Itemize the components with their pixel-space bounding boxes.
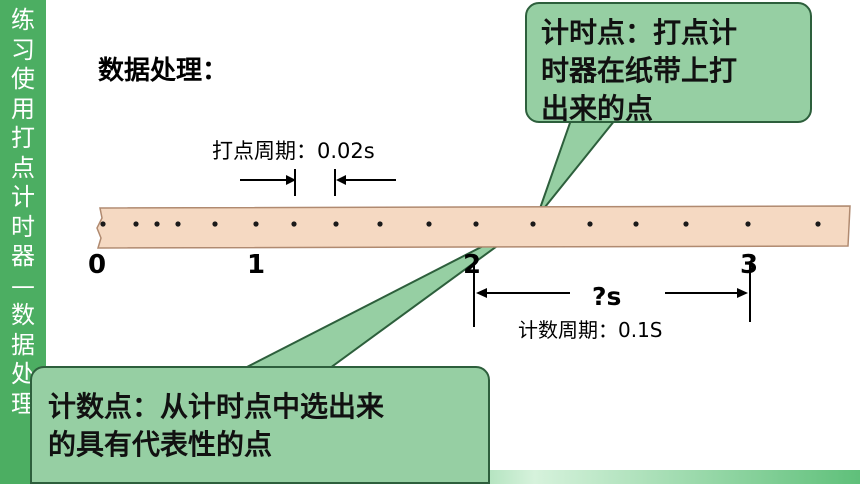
tape-dot bbox=[175, 221, 181, 227]
tape-dot bbox=[154, 221, 160, 227]
unknown-time-label: ?s bbox=[592, 282, 622, 311]
sidebar-char: 习 bbox=[11, 35, 35, 64]
tape-number-3: 3 bbox=[740, 250, 759, 280]
sidebar-char: 数 bbox=[11, 301, 35, 329]
count-period-label: 计数周期：0.1S bbox=[518, 318, 663, 342]
tape-dot bbox=[253, 221, 259, 227]
sidebar-char: 据 bbox=[11, 330, 35, 359]
sidebar-char: 使 bbox=[11, 65, 35, 93]
section-heading: 数据处理： bbox=[98, 56, 229, 86]
tape-dot bbox=[683, 221, 689, 227]
dot-period-label: 打点周期：0.02s bbox=[212, 139, 375, 163]
tape-dot bbox=[633, 221, 639, 227]
sidebar-char: 器 bbox=[11, 242, 35, 270]
sidebar-char: 用 bbox=[11, 94, 35, 123]
tape-number-0: 0 bbox=[88, 250, 107, 280]
tape-dot bbox=[815, 221, 821, 227]
tape-dot bbox=[291, 221, 297, 227]
tape-dot bbox=[100, 221, 106, 227]
timing-point-callout: 计时点：打点计 时器在纸带上打 出来的点 bbox=[525, 2, 812, 125]
top-callout-pointer bbox=[536, 119, 618, 218]
tape-dot bbox=[133, 221, 139, 227]
tape-dot bbox=[333, 221, 339, 227]
tape-dot bbox=[587, 221, 593, 227]
sidebar-char: 计 bbox=[11, 183, 35, 211]
tape-dot bbox=[530, 221, 536, 227]
sidebar-title: 练 习 使 用 打 点 计 时 器 — 数 据 处 理 bbox=[0, 0, 46, 484]
callout-line: 计数点：从计时点中选出来 bbox=[48, 390, 385, 423]
tape-dot bbox=[473, 221, 479, 227]
tape-dot bbox=[426, 221, 432, 227]
tape-number-1: 1 bbox=[247, 250, 266, 280]
sidebar-char: — bbox=[11, 271, 35, 300]
counting-point-callout: 计数点：从计时点中选出来 的具有代表性的点 bbox=[30, 366, 490, 484]
tape-dot bbox=[377, 221, 383, 227]
tape-dots bbox=[100, 221, 821, 227]
tape-number-2: 2 bbox=[463, 250, 482, 280]
sidebar-char: 时 bbox=[11, 212, 35, 241]
callout-line: 计时点：打点计 bbox=[541, 16, 738, 49]
sidebar-char: 点 bbox=[11, 153, 35, 182]
tape-dot bbox=[745, 221, 751, 227]
callout-line: 出来的点 bbox=[541, 92, 654, 125]
paper-tape bbox=[96, 205, 851, 249]
sidebar-char: 练 bbox=[11, 6, 35, 34]
callout-line: 的具有代表性的点 bbox=[48, 428, 273, 461]
tape-dot bbox=[212, 221, 218, 227]
callout-line: 时器在纸带上打 bbox=[541, 54, 738, 87]
sidebar-char: 打 bbox=[11, 124, 35, 152]
